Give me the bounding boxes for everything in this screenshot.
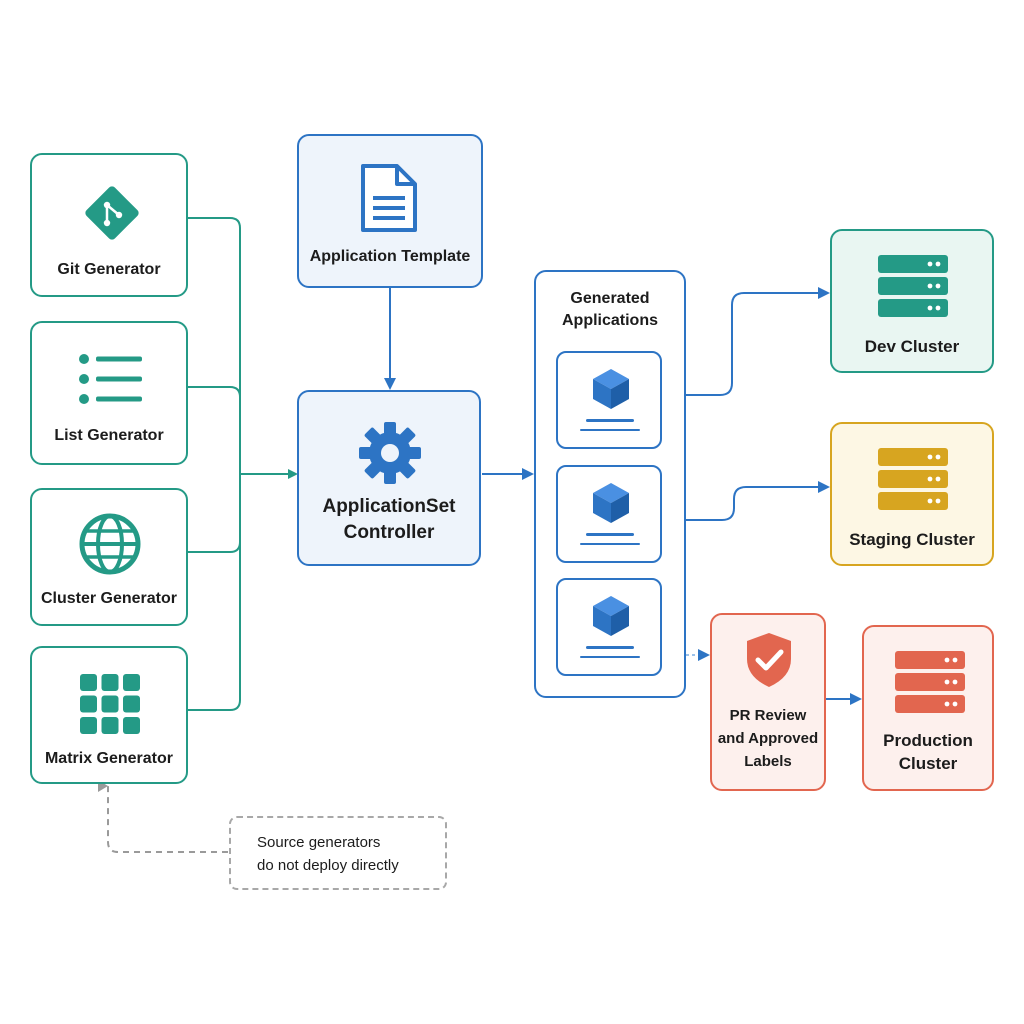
application-template-label: Application Template (309, 248, 471, 265)
pr-review-label-line1: PR Review (729, 707, 807, 724)
document-icon (361, 164, 417, 232)
note-line1: Source generators (257, 834, 381, 851)
production-cluster-label-line1: Production (883, 731, 973, 750)
note-line2: do not deploy directly (257, 857, 399, 874)
list-icon (79, 354, 142, 404)
server-icon (878, 448, 948, 510)
server-icon (895, 651, 965, 713)
generated-app-card[interactable] (556, 578, 662, 676)
controller-label-line2: Controller (343, 522, 435, 543)
globe-icon (79, 513, 141, 575)
generated-title-line1: Generated (570, 290, 650, 307)
generated-to-staging-arrow (686, 481, 830, 521)
git-icon (85, 186, 139, 240)
pr-review-label-line2: and Approved (717, 730, 819, 747)
applicationset-controller-node[interactable]: ApplicationSet Controller (297, 390, 481, 566)
generated-app-line (586, 533, 634, 536)
note-to-matrix-dashed-arrow (98, 780, 228, 853)
gear-icon (359, 422, 421, 484)
list-to-bus-line (188, 386, 241, 398)
production-cluster-label-line2: Cluster (898, 754, 958, 773)
cube-icon (593, 369, 629, 409)
list-generator-label: List Generator (54, 427, 164, 444)
staging-cluster-label: Staging Cluster (849, 530, 975, 549)
pr-review-node[interactable]: PR Review and Approved Labels (710, 613, 826, 791)
cube-icon (593, 483, 629, 523)
generated-app-line (580, 543, 640, 545)
source-generators-note: Source generators do not deploy directly (229, 816, 447, 890)
generated-title-line2: Applications (561, 312, 658, 329)
dev-cluster-node[interactable]: Dev Cluster (830, 229, 994, 373)
staging-cluster-node[interactable]: Staging Cluster (830, 422, 994, 566)
cluster-generator-label: Cluster Generator (40, 590, 178, 607)
server-icon (878, 255, 948, 317)
dev-cluster-label: Dev Cluster (864, 337, 960, 356)
generated-to-dev-arrow (686, 287, 830, 396)
grid-icon (80, 674, 140, 734)
controller-label-line1: ApplicationSet (322, 496, 456, 517)
generated-app-card[interactable] (556, 465, 662, 563)
generated-app-line (580, 429, 640, 431)
production-cluster-node[interactable]: Production Cluster (862, 625, 994, 791)
git-generator-label: Git Generator (57, 261, 161, 278)
generated-app-line (580, 656, 640, 658)
git-generator-node[interactable]: Git Generator (30, 153, 188, 297)
matrix-generator-label: Matrix Generator (44, 750, 174, 767)
cluster-to-bus-line (188, 541, 241, 553)
shield-check-icon (747, 633, 791, 687)
generated-app-card[interactable] (556, 351, 662, 449)
git-to-bus-line (188, 217, 241, 711)
application-template-node[interactable]: Application Template (297, 134, 483, 288)
generated-app-line (586, 646, 634, 649)
cube-icon (593, 596, 629, 636)
generated-app-line (586, 419, 634, 422)
matrix-generator-node[interactable]: Matrix Generator (30, 646, 188, 784)
cluster-generator-node[interactable]: Cluster Generator (30, 488, 188, 626)
list-generator-node[interactable]: List Generator (30, 321, 188, 465)
pr-review-label-line3: Labels (744, 753, 792, 770)
